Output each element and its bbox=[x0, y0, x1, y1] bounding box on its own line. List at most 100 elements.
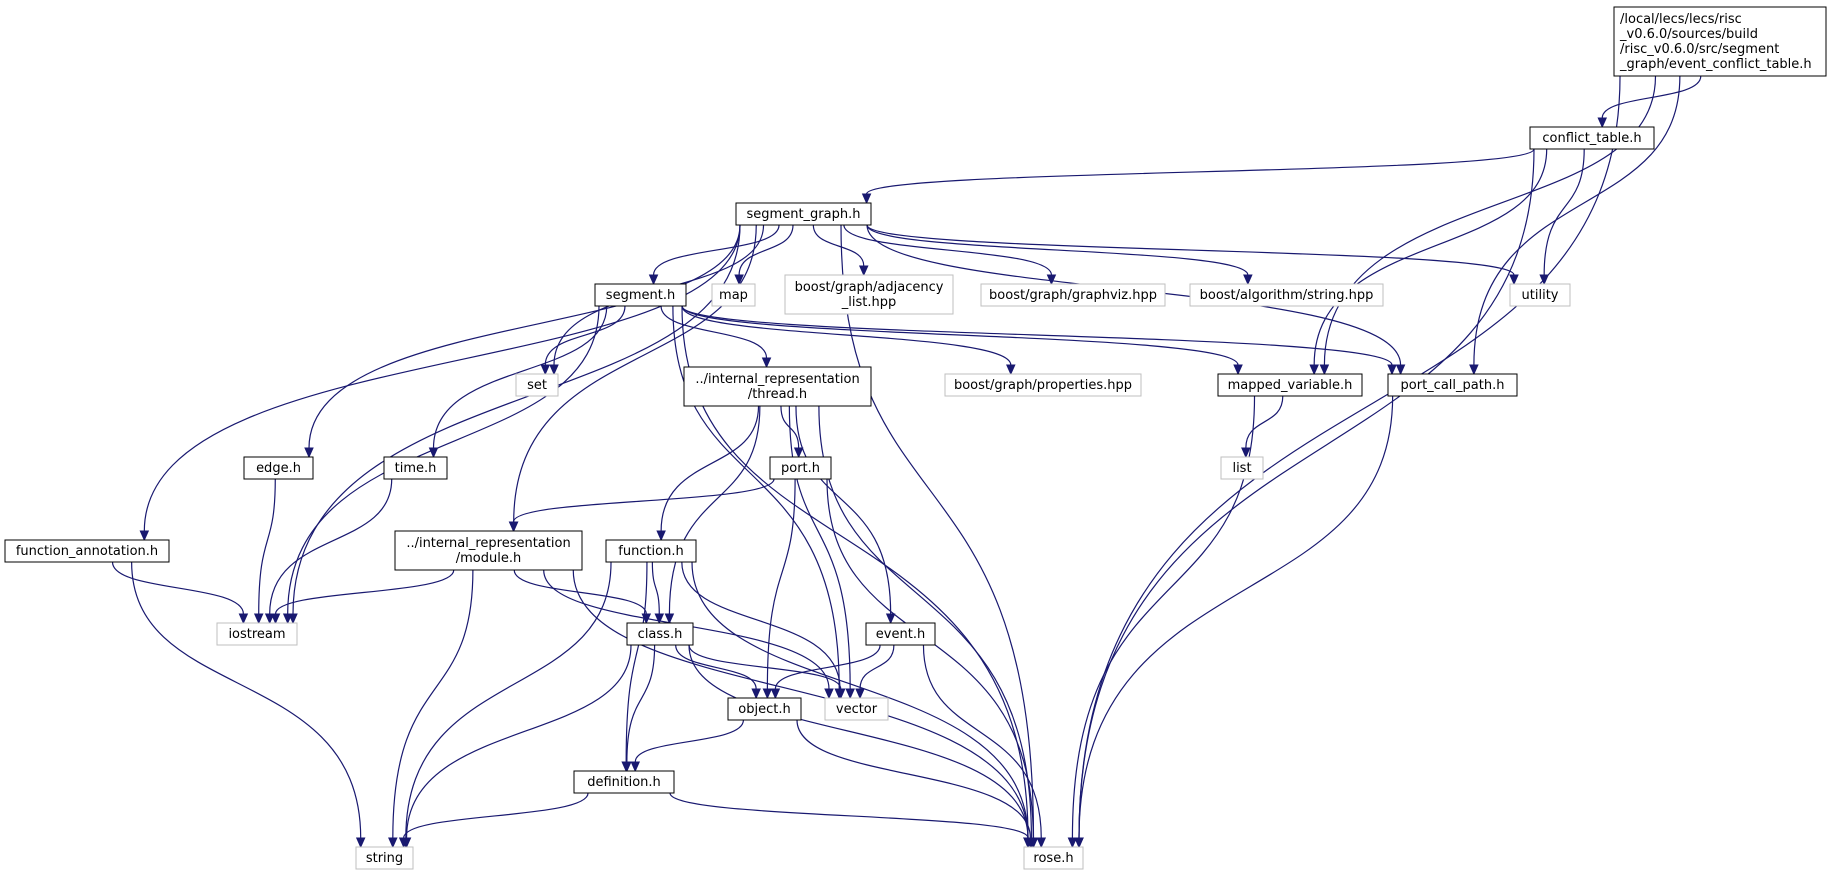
node-port[interactable]: port.h bbox=[769, 456, 832, 480]
edge-arrowhead bbox=[1233, 364, 1243, 376]
nodes-layer: /local/lecs/lecs/risc_v0.6.0/sources/bui… bbox=[4, 6, 1827, 870]
edge-arrowhead bbox=[648, 274, 659, 286]
edge-root-to-conflict_table bbox=[1597, 75, 1702, 129]
edge-segment_graph-to-segment bbox=[648, 224, 780, 286]
edge-line bbox=[681, 561, 841, 690]
node-module[interactable]: ../internal_representation/module.h bbox=[394, 530, 583, 571]
node-box bbox=[1189, 283, 1384, 307]
edge-line bbox=[258, 478, 276, 615]
edge-segment_graph-to-algorithm_string bbox=[866, 224, 1253, 286]
edge-arrowhead bbox=[836, 688, 846, 700]
node-vector[interactable]: vector bbox=[824, 697, 889, 721]
node-graphviz[interactable]: boost/graph/graphviz.hpp bbox=[980, 283, 1166, 307]
node-segment[interactable]: segment.h bbox=[594, 283, 687, 307]
node-list[interactable]: list bbox=[1220, 456, 1264, 480]
edge-class-to-vector bbox=[688, 644, 846, 700]
edge-arrowhead bbox=[751, 688, 761, 700]
node-set[interactable]: set bbox=[515, 373, 559, 397]
edge-line bbox=[660, 305, 768, 359]
edge-module-to-rose bbox=[572, 569, 1033, 849]
node-properties[interactable]: boost/graph/properties.hpp bbox=[944, 373, 1142, 397]
edge-definition-to-string bbox=[398, 792, 589, 849]
node-label: class.h bbox=[638, 627, 683, 642]
node-label: _list.hpp bbox=[841, 295, 896, 310]
edge-event-to-rose bbox=[922, 644, 1047, 849]
node-label: list bbox=[1232, 461, 1251, 476]
edge-event-to-object bbox=[770, 644, 881, 700]
edge-line bbox=[1543, 148, 1585, 276]
edge-line bbox=[626, 644, 656, 763]
node-label: mapped_variable.h bbox=[1228, 378, 1353, 393]
node-class[interactable]: class.h bbox=[626, 622, 694, 646]
edge-port-to-object bbox=[762, 478, 796, 700]
node-box bbox=[944, 373, 1142, 397]
edge-arrowhead bbox=[1241, 447, 1251, 459]
edge-arrowhead bbox=[734, 274, 744, 286]
node-conflict-table[interactable]: conflict_table.h bbox=[1529, 126, 1655, 150]
node-algorithm-string[interactable]: boost/algorithm/string.hpp bbox=[1189, 283, 1384, 307]
edge-function_annotation-to-string bbox=[131, 561, 366, 849]
edge-arrowhead bbox=[770, 688, 781, 700]
edge-event-to-vector bbox=[855, 644, 895, 700]
edge-arrowhead bbox=[885, 613, 896, 625]
node-box bbox=[865, 622, 936, 646]
node-box bbox=[1023, 846, 1084, 870]
edge-line bbox=[1473, 75, 1681, 366]
edge-segment-to-properties bbox=[681, 305, 1016, 376]
edge-root-to-port_call_path bbox=[1469, 75, 1681, 376]
node-segment-graph[interactable]: segment_graph.h bbox=[735, 202, 872, 226]
edge-function-to-vector bbox=[681, 561, 845, 700]
edge-line bbox=[843, 224, 1053, 276]
node-object[interactable]: object.h bbox=[727, 697, 802, 721]
node-function-annotation[interactable]: function_annotation.h bbox=[4, 539, 170, 563]
node-box bbox=[1220, 456, 1264, 480]
edge-segment_graph-to-edge bbox=[304, 224, 741, 459]
edge-arrowhead bbox=[282, 613, 293, 625]
node-label: ../internal_representation bbox=[695, 372, 859, 387]
node-label: function_annotation.h bbox=[16, 544, 158, 559]
node-port-call-path[interactable]: port_call_path.h bbox=[1387, 373, 1518, 397]
node-edge[interactable]: edge.h bbox=[243, 456, 314, 480]
edge-line bbox=[392, 569, 474, 839]
node-definition[interactable]: definition.h bbox=[573, 770, 675, 794]
edge-function_annotation-to-iostream bbox=[111, 561, 249, 625]
edge-arrowhead bbox=[1074, 837, 1084, 849]
node-label: boost/graph/adjacency bbox=[795, 280, 944, 295]
node-string[interactable]: string bbox=[355, 846, 414, 870]
node-map[interactable]: map bbox=[711, 283, 756, 307]
edge-line bbox=[274, 569, 455, 615]
node-box bbox=[394, 530, 583, 571]
edge-arrowhead bbox=[861, 193, 872, 205]
node-time[interactable]: time.h bbox=[383, 456, 448, 480]
node-label: time.h bbox=[395, 461, 437, 476]
node-box bbox=[1613, 6, 1827, 77]
node-utility[interactable]: utility bbox=[1509, 283, 1571, 307]
node-function[interactable]: function.h bbox=[605, 539, 697, 563]
node-box bbox=[383, 456, 448, 480]
edge-line bbox=[840, 224, 1035, 839]
node-adjacency-list[interactable]: boost/graph/adjacency_list.hpp bbox=[784, 274, 954, 315]
node-rose[interactable]: rose.h bbox=[1023, 846, 1084, 870]
edge-conflict_table-to-segment_graph bbox=[861, 148, 1535, 205]
edge-line bbox=[865, 148, 1535, 195]
node-event[interactable]: event.h bbox=[865, 622, 936, 646]
edge-line bbox=[1078, 148, 1535, 839]
node-iostream[interactable]: iostream bbox=[216, 622, 298, 646]
node-thread[interactable]: ../internal_representation/thread.h bbox=[683, 366, 872, 407]
node-mapped-variable[interactable]: mapped_variable.h bbox=[1217, 373, 1363, 397]
edge-line bbox=[859, 644, 895, 690]
edge-arrowhead bbox=[1023, 837, 1033, 849]
edge-arrowhead bbox=[845, 688, 855, 700]
edge-arrowhead bbox=[508, 521, 519, 533]
node-box bbox=[683, 366, 872, 407]
edge-arrowhead bbox=[793, 447, 804, 459]
edge-line bbox=[660, 405, 760, 532]
node-label: function.h bbox=[618, 544, 683, 559]
node-label: edge.h bbox=[256, 461, 301, 476]
edge-line bbox=[766, 478, 796, 690]
node-box bbox=[355, 846, 414, 870]
edge-arrowhead bbox=[761, 357, 772, 369]
edge-line bbox=[513, 224, 757, 523]
node-box bbox=[515, 373, 559, 397]
